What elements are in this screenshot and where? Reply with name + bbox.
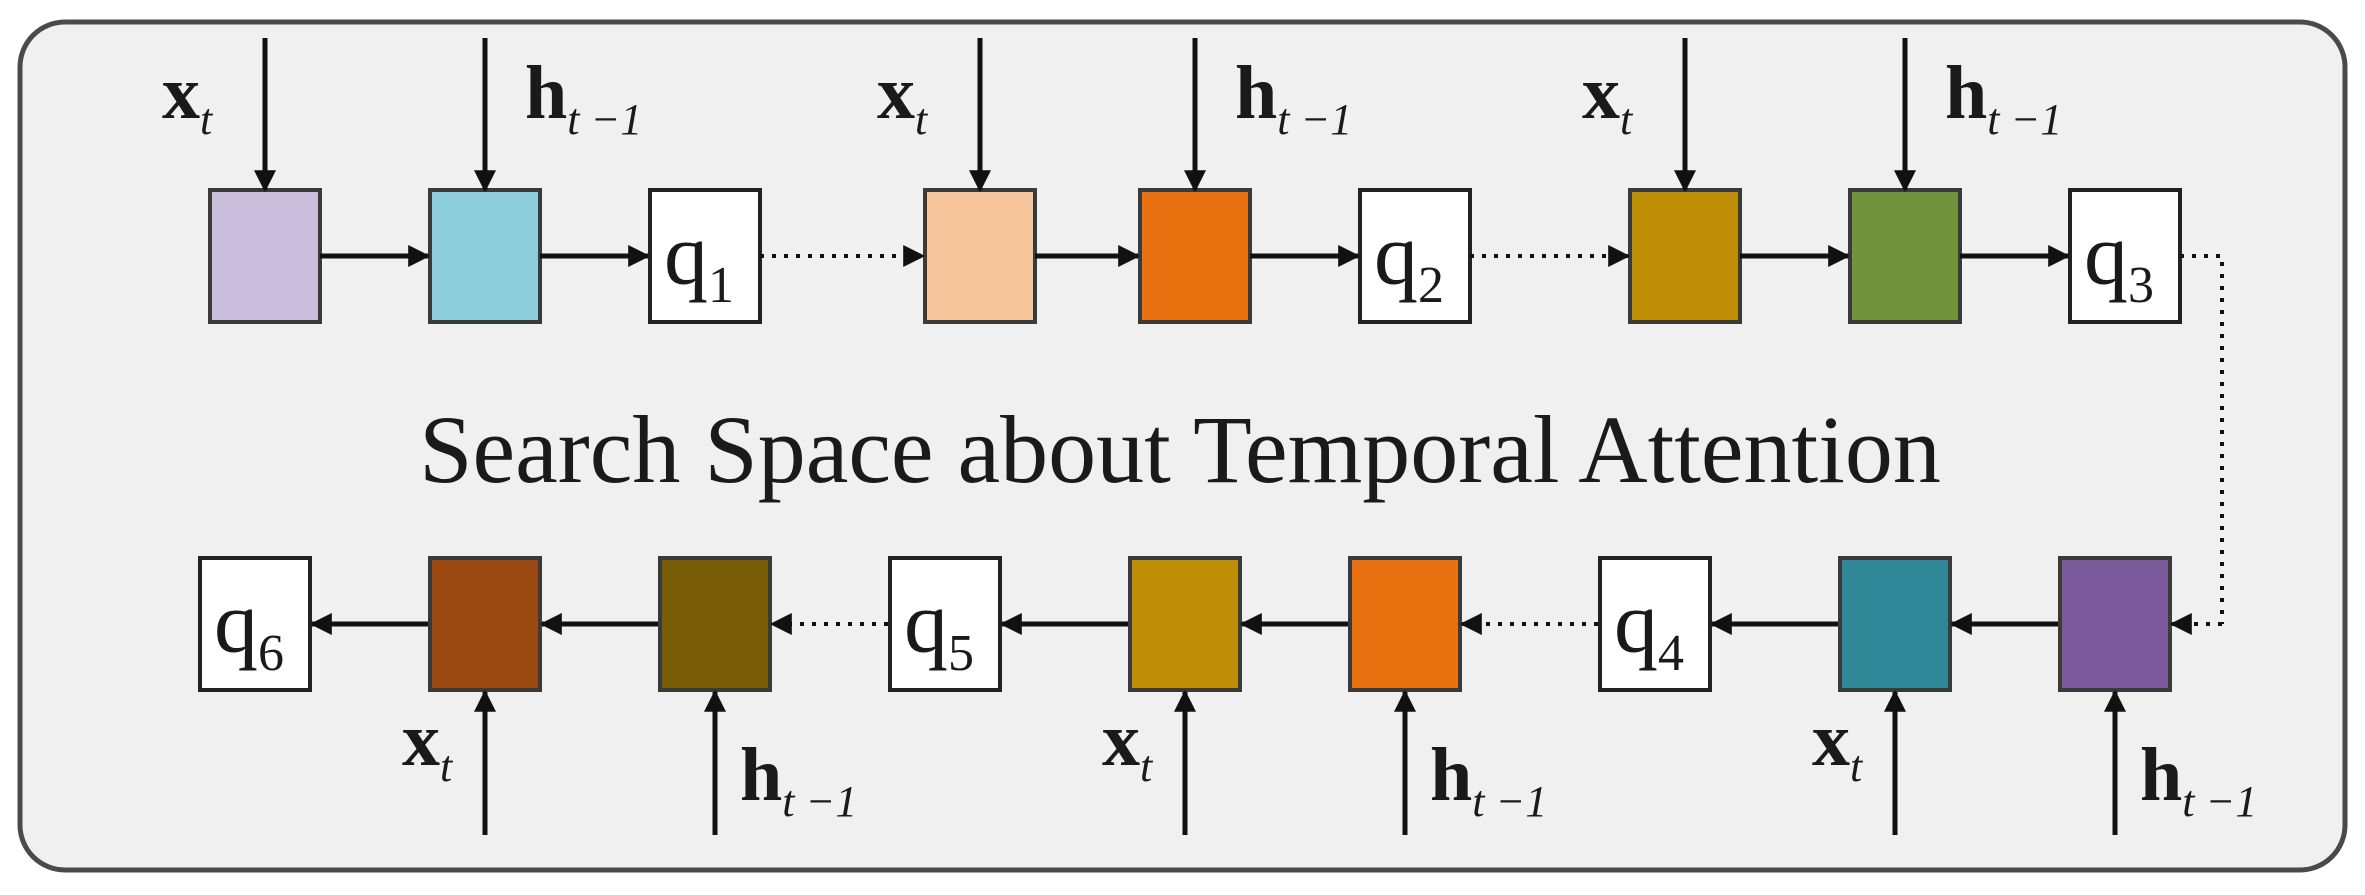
operation-node <box>658 556 772 692</box>
dotted-return-connector <box>2180 254 2224 624</box>
q-node <box>2068 188 2182 324</box>
input-label-x: xt <box>162 51 214 144</box>
q-node-label: q2 <box>1374 207 1444 314</box>
operation-node <box>208 188 322 324</box>
operation-node <box>1348 556 1462 692</box>
diagram-title: Search Space about Temporal Attention <box>419 396 1941 503</box>
operation-node <box>1838 556 1952 692</box>
operation-node <box>2058 556 2172 692</box>
q-node <box>198 556 312 692</box>
q-node <box>1598 556 1712 692</box>
operation-node <box>1128 556 1242 692</box>
panel-background <box>17 19 2348 873</box>
q-node <box>648 188 762 324</box>
connectors <box>309 245 2224 635</box>
operation-node <box>1848 188 1962 324</box>
operation-node <box>1138 188 1252 324</box>
operation-node <box>428 556 542 692</box>
q-node-label: q3 <box>2084 207 2154 314</box>
operation-node <box>923 188 1037 324</box>
operation-node <box>1628 188 1742 324</box>
operation-node <box>428 188 542 324</box>
q-node <box>1358 188 1472 324</box>
